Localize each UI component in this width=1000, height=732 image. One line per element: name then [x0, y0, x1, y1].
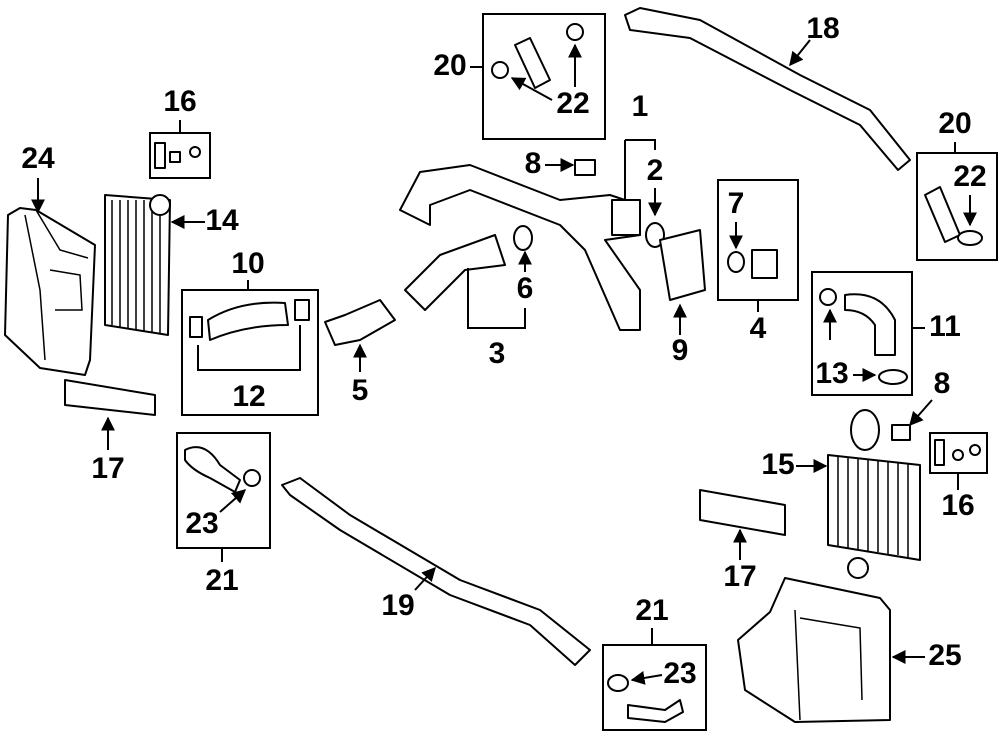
callout-8-right: 8	[934, 367, 951, 400]
part-7-gasket[interactable]	[727, 251, 745, 273]
part-5-pipe[interactable]	[324, 299, 396, 346]
leader-22-top-a	[510, 77, 553, 101]
part-17-bracket-left[interactable]	[64, 379, 156, 416]
callout-12: 12	[232, 380, 265, 413]
part-15-intercooler[interactable]	[827, 409, 921, 579]
part-1-intake-pipe[interactable]	[399, 164, 641, 331]
callout-8-top: 8	[525, 147, 542, 180]
box-11	[811, 271, 913, 396]
callout-23-left: 23	[185, 507, 218, 540]
part-17-bracket-right[interactable]	[699, 489, 786, 536]
callout-6: 6	[517, 272, 534, 305]
part-3-pipe[interactable]	[404, 234, 506, 311]
part-6-gasket[interactable]	[513, 225, 533, 251]
callout-13: 13	[815, 357, 848, 390]
part-14-intercooler[interactable]	[104, 194, 171, 336]
leader-3	[467, 268, 526, 329]
leader-8-right	[909, 399, 933, 427]
part-4-sensor[interactable]	[751, 249, 778, 279]
callout-21-left: 21	[205, 564, 238, 597]
part-18-pipe[interactable]	[624, 7, 911, 171]
callout-17-right: 17	[723, 560, 756, 593]
callout-2: 2	[647, 154, 664, 187]
callout-7: 7	[728, 187, 745, 220]
callout-16-left: 16	[163, 85, 196, 118]
part-11-hose[interactable]	[819, 288, 896, 356]
callout-4: 4	[750, 312, 767, 345]
callout-16-right: 16	[941, 489, 974, 522]
leader-19	[414, 566, 436, 591]
callout-9: 9	[672, 334, 689, 367]
part-24-air-duct[interactable]	[4, 207, 96, 376]
leader-1	[624, 139, 656, 200]
callout-17-left: 17	[91, 452, 124, 485]
callout-14: 14	[205, 204, 239, 237]
part-16-clip-kit-right[interactable]	[934, 439, 981, 466]
box-10	[181, 289, 319, 416]
leader-23-bottom	[630, 671, 663, 685]
part-8-sensor[interactable]	[574, 159, 596, 176]
callout-15: 15	[761, 448, 794, 481]
callout-11: 11	[929, 310, 961, 343]
leader-18	[789, 39, 811, 67]
box-21-left	[176, 432, 271, 549]
part-9-throttle-body[interactable]	[659, 229, 706, 301]
callout-21-bottom: 21	[635, 594, 668, 627]
callout-1: 1	[632, 90, 649, 123]
part-20-hose-top[interactable]	[491, 23, 584, 89]
box-20-top	[482, 13, 606, 140]
callout-10: 10	[231, 247, 264, 280]
box-20-right	[916, 152, 998, 261]
part-10-hose[interactable]	[189, 299, 310, 341]
part-21-hose-left[interactable]	[184, 446, 261, 493]
callout-20-right: 20	[938, 107, 971, 140]
leader-23-left	[219, 489, 247, 513]
part-25-air-duct[interactable]	[737, 577, 891, 723]
callout-24: 24	[21, 142, 55, 175]
box-21-bottom	[602, 644, 707, 731]
callout-20-top: 20	[433, 49, 466, 82]
callout-25: 25	[928, 639, 961, 672]
part-16-clip-kit[interactable]	[154, 142, 201, 169]
leader-12	[197, 325, 301, 371]
callout-3: 3	[489, 337, 506, 370]
callout-5: 5	[352, 374, 369, 407]
part-20-hose-right[interactable]	[924, 186, 983, 246]
callout-18: 18	[806, 12, 839, 45]
callout-23-bottom: 23	[663, 657, 696, 690]
part-8-sensor-right[interactable]	[891, 424, 911, 441]
part-19-pipe[interactable]	[281, 477, 591, 666]
part-13-clamp[interactable]	[878, 369, 908, 385]
part-21-hose-bottom[interactable]	[607, 674, 684, 723]
callout-19: 19	[381, 589, 414, 622]
callout-22-top: 22	[556, 87, 589, 120]
callout-22-right: 22	[953, 160, 986, 193]
